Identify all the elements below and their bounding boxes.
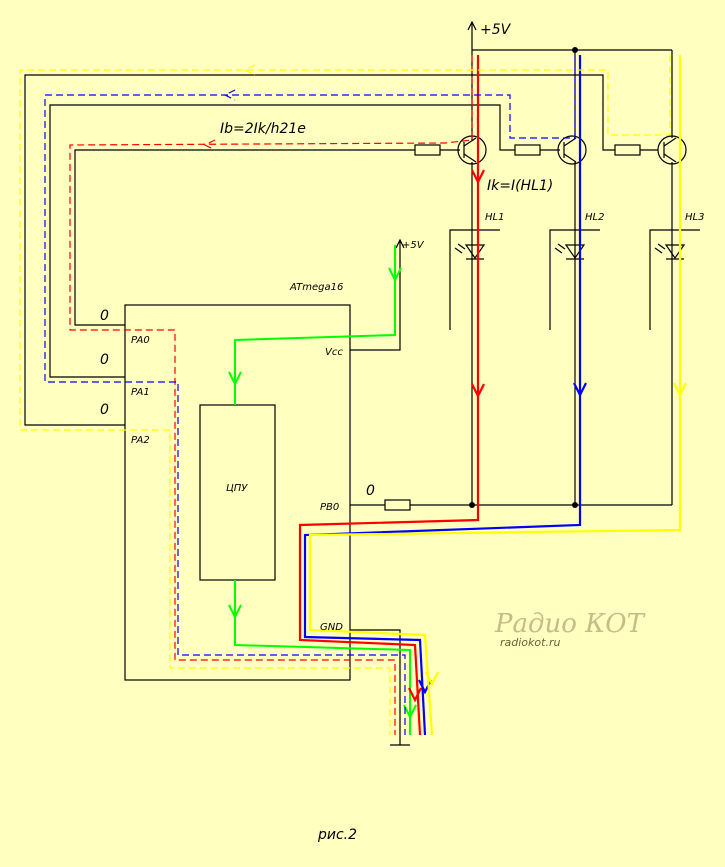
pin-gnd: GND <box>320 622 343 633</box>
level-pb0: 0 <box>366 483 375 499</box>
vcc-mcu-label: +5V <box>402 240 425 251</box>
watermark-site: radiokot.ru <box>500 636 560 649</box>
cpu-label: ЦПУ <box>226 483 248 494</box>
cpu-block <box>199 404 276 581</box>
yellow-current <box>308 55 687 736</box>
base-current-formula: Ib=2Ik/h21e <box>220 121 306 137</box>
led-label-hl3: HL3 <box>685 212 704 223</box>
red-base-current <box>69 55 473 735</box>
pin-pb0: PB0 <box>320 502 339 513</box>
level-pa2: 0 <box>100 402 109 418</box>
led-label-hl2: HL2 <box>585 212 604 223</box>
watermark-logo: Радио КОТ <box>494 609 646 639</box>
vcc-top-label: +5V <box>480 22 512 38</box>
collector-current-formula: Ik=I(HL1) <box>487 178 553 194</box>
pin-vcc: Vcc <box>325 347 343 358</box>
figure-caption: рис.2 <box>317 827 357 843</box>
pin-pa2: PA2 <box>131 435 150 446</box>
mcu-body <box>124 304 351 681</box>
junctions <box>469 47 578 508</box>
mcu-name: ATmega16 <box>289 282 343 293</box>
pin-pa0: PA0 <box>131 335 150 346</box>
yellow-base-current <box>19 55 671 735</box>
transistor-2 <box>557 135 587 165</box>
green-current <box>228 245 417 735</box>
level-pa1: 0 <box>100 352 109 368</box>
level-pa0: 0 <box>100 308 109 324</box>
red-current <box>298 55 485 736</box>
pin-pa1: PA1 <box>131 387 150 398</box>
led-label-hl1: HL1 <box>485 212 504 223</box>
blue-base-current <box>44 55 576 735</box>
